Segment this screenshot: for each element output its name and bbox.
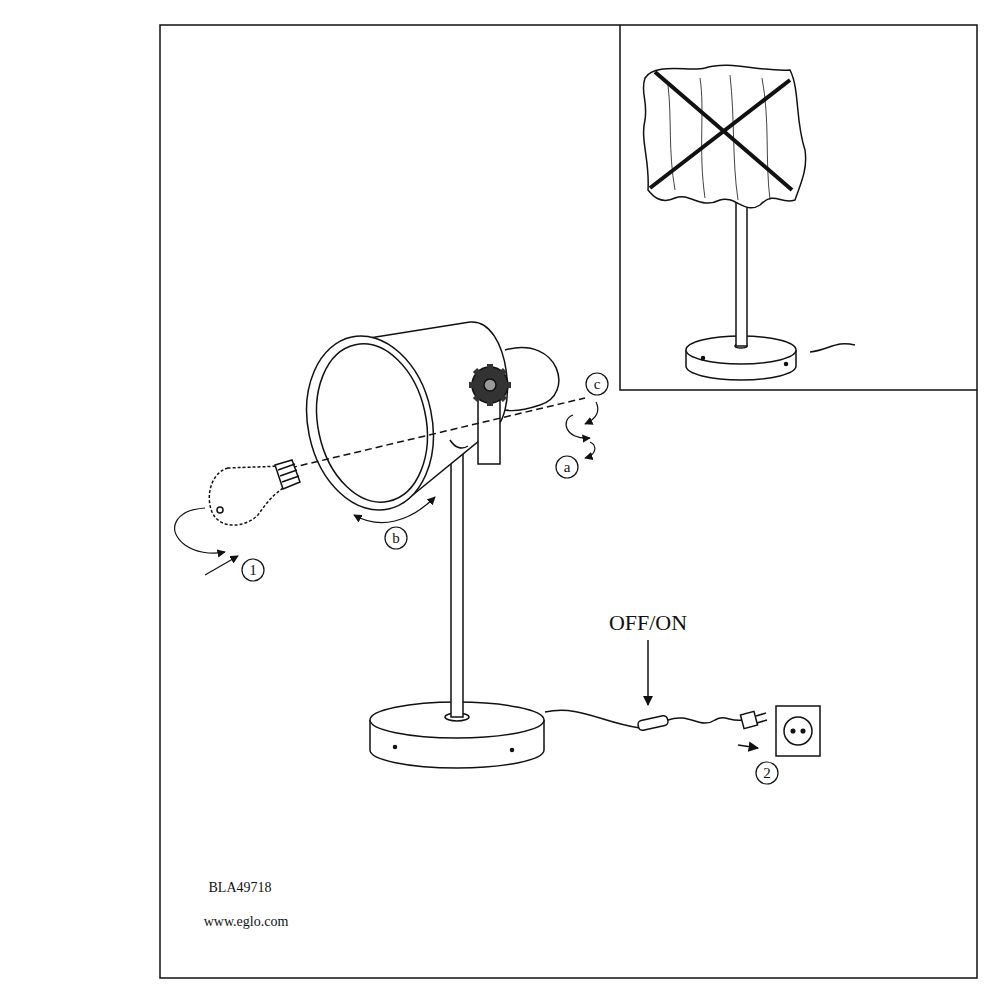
callout-number: 2 — [763, 766, 771, 781]
callout-ring — [385, 527, 407, 549]
cord-and-socket-part — [756, 713, 767, 723]
table-lamp-part — [545, 710, 640, 728]
cord-and-socket-part — [784, 717, 812, 745]
callout-ring — [586, 373, 608, 395]
table-lamp-part — [511, 749, 514, 752]
motion-arrow-part — [175, 508, 225, 553]
bulb-part — [290, 398, 585, 468]
bulb — [209, 398, 585, 525]
table-lamp-part — [291, 324, 449, 522]
model-number: BLA49718 — [209, 881, 272, 895]
warning-inset-part — [650, 72, 792, 190]
warning-inset-part — [810, 344, 855, 352]
table-lamp-part — [505, 348, 559, 411]
warning-inset-part — [643, 65, 805, 208]
sheet-frame-part — [160, 25, 977, 978]
table-lamp-part — [450, 440, 468, 448]
callout-ring — [242, 559, 264, 581]
cord-and-socket-part — [801, 729, 805, 733]
callout-letter: c — [594, 377, 601, 392]
bulb-part — [217, 507, 223, 513]
warning-inset — [643, 65, 855, 380]
callout-ring — [242, 373, 778, 784]
bulb-part — [209, 466, 285, 525]
cord-and-socket-part — [791, 729, 795, 733]
warning-inset-part — [785, 363, 788, 366]
callout-letter: a — [564, 460, 571, 475]
cord-and-socket — [637, 640, 820, 756]
callout-ring — [756, 762, 778, 784]
bulb-part — [275, 460, 300, 489]
motion-arrow-part — [205, 556, 238, 575]
motion-arrow-part — [566, 415, 590, 438]
motion-arrow-part — [585, 442, 595, 458]
cord-and-socket-part — [738, 745, 758, 748]
warning-inset-part — [702, 357, 705, 360]
motion-arrow-part — [585, 402, 598, 424]
callout-letter: b — [392, 531, 400, 546]
table-lamp — [291, 322, 640, 768]
sheet-frame — [160, 25, 977, 978]
table-lamp-part — [484, 379, 496, 391]
bulb-part — [278, 464, 299, 482]
table-lamp-part — [469, 364, 511, 406]
callout-ring — [556, 456, 578, 478]
cord-and-socket-part — [668, 718, 742, 723]
website: www.eglo.com — [204, 915, 289, 929]
cord-and-socket-part — [740, 711, 757, 728]
motion-arrow-part — [354, 497, 435, 523]
sheet-frame-part — [620, 25, 977, 390]
callout-number: 1 — [249, 563, 257, 578]
switch-label: OFF/ON — [609, 612, 687, 634]
table-lamp-part — [303, 334, 442, 513]
cord-and-socket-part — [776, 706, 820, 756]
table-lamp-part — [451, 448, 463, 717]
motion-arrow — [175, 402, 598, 575]
cord-and-socket-part — [647, 640, 649, 705]
table-lamp-part — [394, 746, 397, 749]
cord-and-socket-part — [637, 715, 668, 731]
